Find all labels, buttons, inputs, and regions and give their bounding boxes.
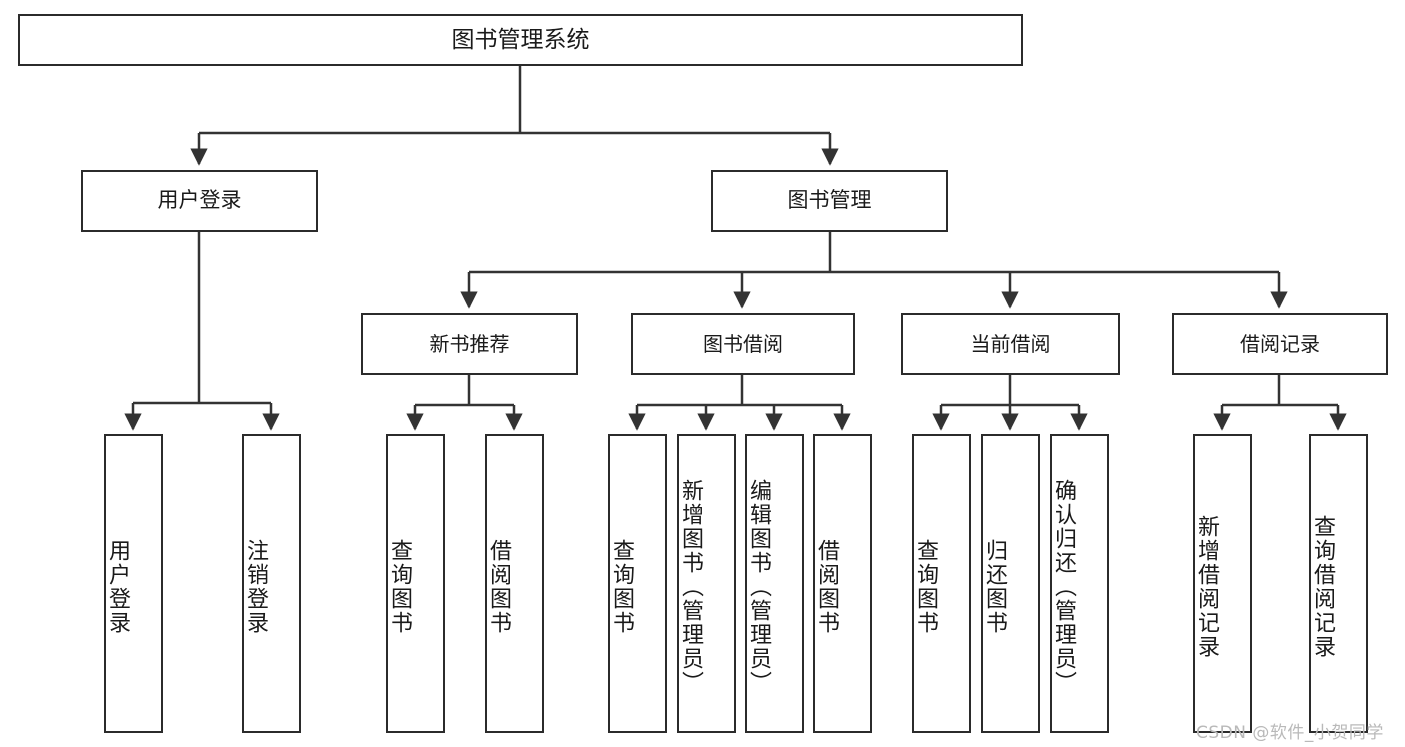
- node-label: 当前借阅: [970, 331, 1051, 356]
- node-current-borrow[interactable]: 当前借阅: [901, 313, 1120, 375]
- node-new-book-recommend[interactable]: 新书推荐: [361, 313, 578, 375]
- node-label: 查询图书: [387, 538, 412, 635]
- node-label: 借阅记录: [1240, 331, 1320, 356]
- node-label: 图书管理: [787, 188, 872, 213]
- node-label: 注销登录: [243, 538, 268, 635]
- watermark-text: CSDN @软件_小贺同学: [1196, 723, 1384, 743]
- leaf-query-book-recommend[interactable]: 查询图书: [386, 434, 445, 733]
- node-label: 用户登录: [157, 188, 242, 213]
- node-root-book-management-system[interactable]: 图书管理系统: [18, 14, 1023, 66]
- leaf-query-book-borrow[interactable]: 查询图书: [608, 434, 667, 733]
- leaf-borrow-book[interactable]: 借阅图书: [813, 434, 872, 733]
- node-label: 图书管理系统: [451, 26, 590, 53]
- leaf-add-borrow-record[interactable]: 新增借阅记录: [1193, 434, 1252, 733]
- leaf-user-login[interactable]: 用户登录: [104, 434, 163, 733]
- leaf-query-book-current[interactable]: 查询图书: [912, 434, 971, 733]
- node-book-management[interactable]: 图书管理: [711, 170, 948, 232]
- leaf-confirm-return-admin[interactable]: 确认归还（管理员）: [1050, 434, 1109, 733]
- node-label: 借阅图书: [486, 538, 511, 635]
- node-user-login[interactable]: 用户登录: [81, 170, 318, 232]
- node-label: 图书借阅: [703, 331, 783, 356]
- node-label: 用户登录: [105, 538, 130, 635]
- leaf-add-book-admin[interactable]: 新增图书（管理员）: [677, 434, 736, 733]
- leaf-borrow-book-recommend[interactable]: 借阅图书: [485, 434, 544, 733]
- node-book-borrow[interactable]: 图书借阅: [631, 313, 855, 375]
- node-label: 确认归还（管理员）: [1051, 478, 1076, 695]
- node-borrow-record[interactable]: 借阅记录: [1172, 313, 1388, 375]
- node-label: 归还图书: [982, 538, 1007, 635]
- node-label: 编辑图书（管理员）: [746, 478, 771, 695]
- leaf-edit-book-admin[interactable]: 编辑图书（管理员）: [745, 434, 804, 733]
- leaf-logout[interactable]: 注销登录: [242, 434, 301, 733]
- node-label: 查询图书: [913, 538, 938, 635]
- node-label: 新书推荐: [429, 331, 510, 356]
- node-label: 查询图书: [609, 538, 634, 635]
- node-label: 查询借阅记录: [1310, 514, 1335, 659]
- node-label: 借阅图书: [814, 538, 839, 635]
- node-label: 新增图书（管理员）: [678, 478, 703, 695]
- leaf-query-borrow-record[interactable]: 查询借阅记录: [1309, 434, 1368, 733]
- node-label: 新增借阅记录: [1194, 514, 1219, 659]
- leaf-return-book[interactable]: 归还图书: [981, 434, 1040, 733]
